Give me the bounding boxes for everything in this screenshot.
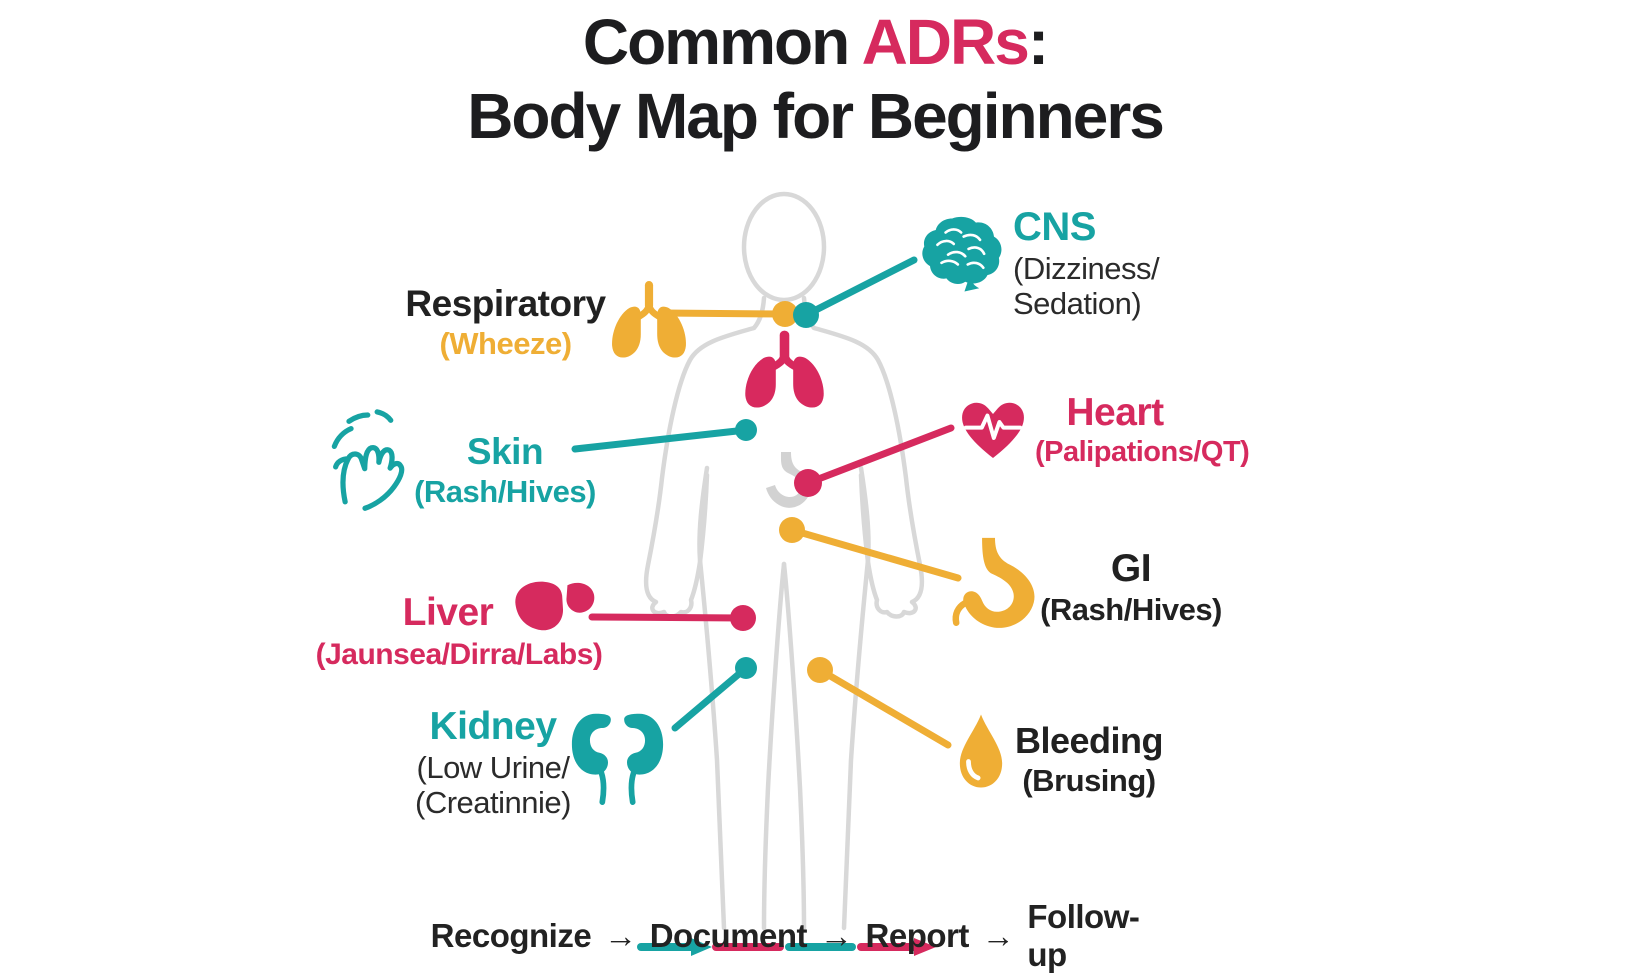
flow-step-recognize: Recognize xyxy=(430,917,592,954)
kidney-anchor-dot xyxy=(735,657,757,679)
flow-arrow-glyph: → xyxy=(981,917,1015,954)
respiratory-connector-line xyxy=(658,309,789,318)
bleeding-connector-line xyxy=(816,666,952,749)
flow-arrow-glyph: → xyxy=(604,917,637,954)
heart-sublabel: (Palipations/QT) xyxy=(1035,436,1250,469)
bleeding-label: Bleeding xyxy=(1014,720,1164,761)
heart-anchor-dot xyxy=(794,469,822,497)
cns-sublabel-line2: Sedation) xyxy=(1013,286,1142,322)
kidneys-icon xyxy=(570,710,665,805)
gi-anchor-dot xyxy=(779,517,805,543)
brain-icon xyxy=(921,212,1003,294)
callout-kidney: Kidney (Low Urine/ (Creatinnie) xyxy=(388,705,598,821)
cns-connector-line xyxy=(802,256,918,319)
cns-anchor-dot xyxy=(793,302,819,328)
respiratory-anchor-dot xyxy=(772,301,798,327)
skin-anchor-dot xyxy=(735,419,757,441)
kidney-connector-line xyxy=(671,664,750,732)
chest-lungs-shape xyxy=(745,330,824,408)
callout-skin: Skin (Rash/Hives) xyxy=(400,431,610,509)
title-line-2: Body Map for Beginners xyxy=(467,79,1165,152)
callout-liver: Liver xyxy=(392,591,504,634)
flow-step-document: Document xyxy=(649,917,808,954)
title-line-1: Common ADRs: xyxy=(0,6,1630,80)
heart-ecg-icon xyxy=(953,388,1033,464)
scratching-hand-icon xyxy=(326,408,420,514)
gi-connector-line xyxy=(788,526,962,582)
bleeding-anchor-dot xyxy=(807,657,833,683)
flow-arrows-strip xyxy=(637,938,936,956)
cns-label: CNS xyxy=(1013,205,1096,249)
body-silhouette-outline xyxy=(643,191,925,931)
lungs-icon xyxy=(608,280,690,364)
kidney-sublabel-line2: (Creatinnie) xyxy=(415,785,571,821)
stomach-icon xyxy=(948,536,1042,632)
flow-arrow-glyph: → xyxy=(820,917,853,954)
gi-label: GI xyxy=(1110,547,1152,590)
heart-label: Heart xyxy=(1066,391,1164,434)
flow-arrowhead-recognize xyxy=(691,938,712,956)
flow-step-followup: Follow-up xyxy=(1027,898,1140,973)
flow-step-report: Report xyxy=(865,917,970,954)
liver-anchor-dot xyxy=(730,605,756,631)
respiratory-label: Respiratory xyxy=(405,283,606,324)
skin-label: Skin xyxy=(466,431,544,472)
callout-cns: CNS (Dizziness/ Sedation) xyxy=(1013,205,1243,322)
skin-connector-line xyxy=(571,426,750,453)
callout-bleeding: Bleeding (Brusing) xyxy=(1010,720,1168,798)
liver-sublabel: (Jaunsea/Dirra/Labs) xyxy=(315,638,603,671)
respiratory-sublabel: (Wheeze) xyxy=(439,325,572,361)
liver-label: Liver xyxy=(402,591,494,634)
title-highlight: ADRs xyxy=(861,6,1030,78)
flow-steps-row: Recognize → Document → Report → Follow-u… xyxy=(431,898,1140,974)
kidney-label: Kidney xyxy=(429,705,557,748)
head-outline xyxy=(741,191,827,303)
liver-icon xyxy=(512,578,600,640)
skin-sublabel: (Rash/Hives) xyxy=(414,473,596,509)
flow-arrowhead-followup xyxy=(914,938,936,956)
cns-sublabel-line1: (Dizziness/ xyxy=(1013,251,1160,287)
page-title: Common ADRs: Body Map for Beginners xyxy=(0,6,1630,153)
callout-liver-sub: (Jaunsea/Dirra/Labs) xyxy=(298,636,620,671)
liver-connector-line xyxy=(588,613,747,622)
blood-drop-icon xyxy=(956,712,1006,790)
title-suffix: : xyxy=(1027,6,1049,78)
gi-sublabel: (Rash/Hives) xyxy=(1040,592,1222,628)
bleeding-sublabel: (Brusing) xyxy=(1022,762,1156,798)
title-prefix: Common xyxy=(582,6,862,78)
heart-connector-line xyxy=(804,424,955,487)
callout-heart: Heart (Palipations/QT) xyxy=(1035,391,1250,469)
kidney-sublabel-line1: (Low Urine/ xyxy=(416,750,571,786)
callout-respiratory: Respiratory (Wheeze) xyxy=(393,283,618,361)
callout-gi: GI (Rash/Hives) xyxy=(1040,547,1222,628)
